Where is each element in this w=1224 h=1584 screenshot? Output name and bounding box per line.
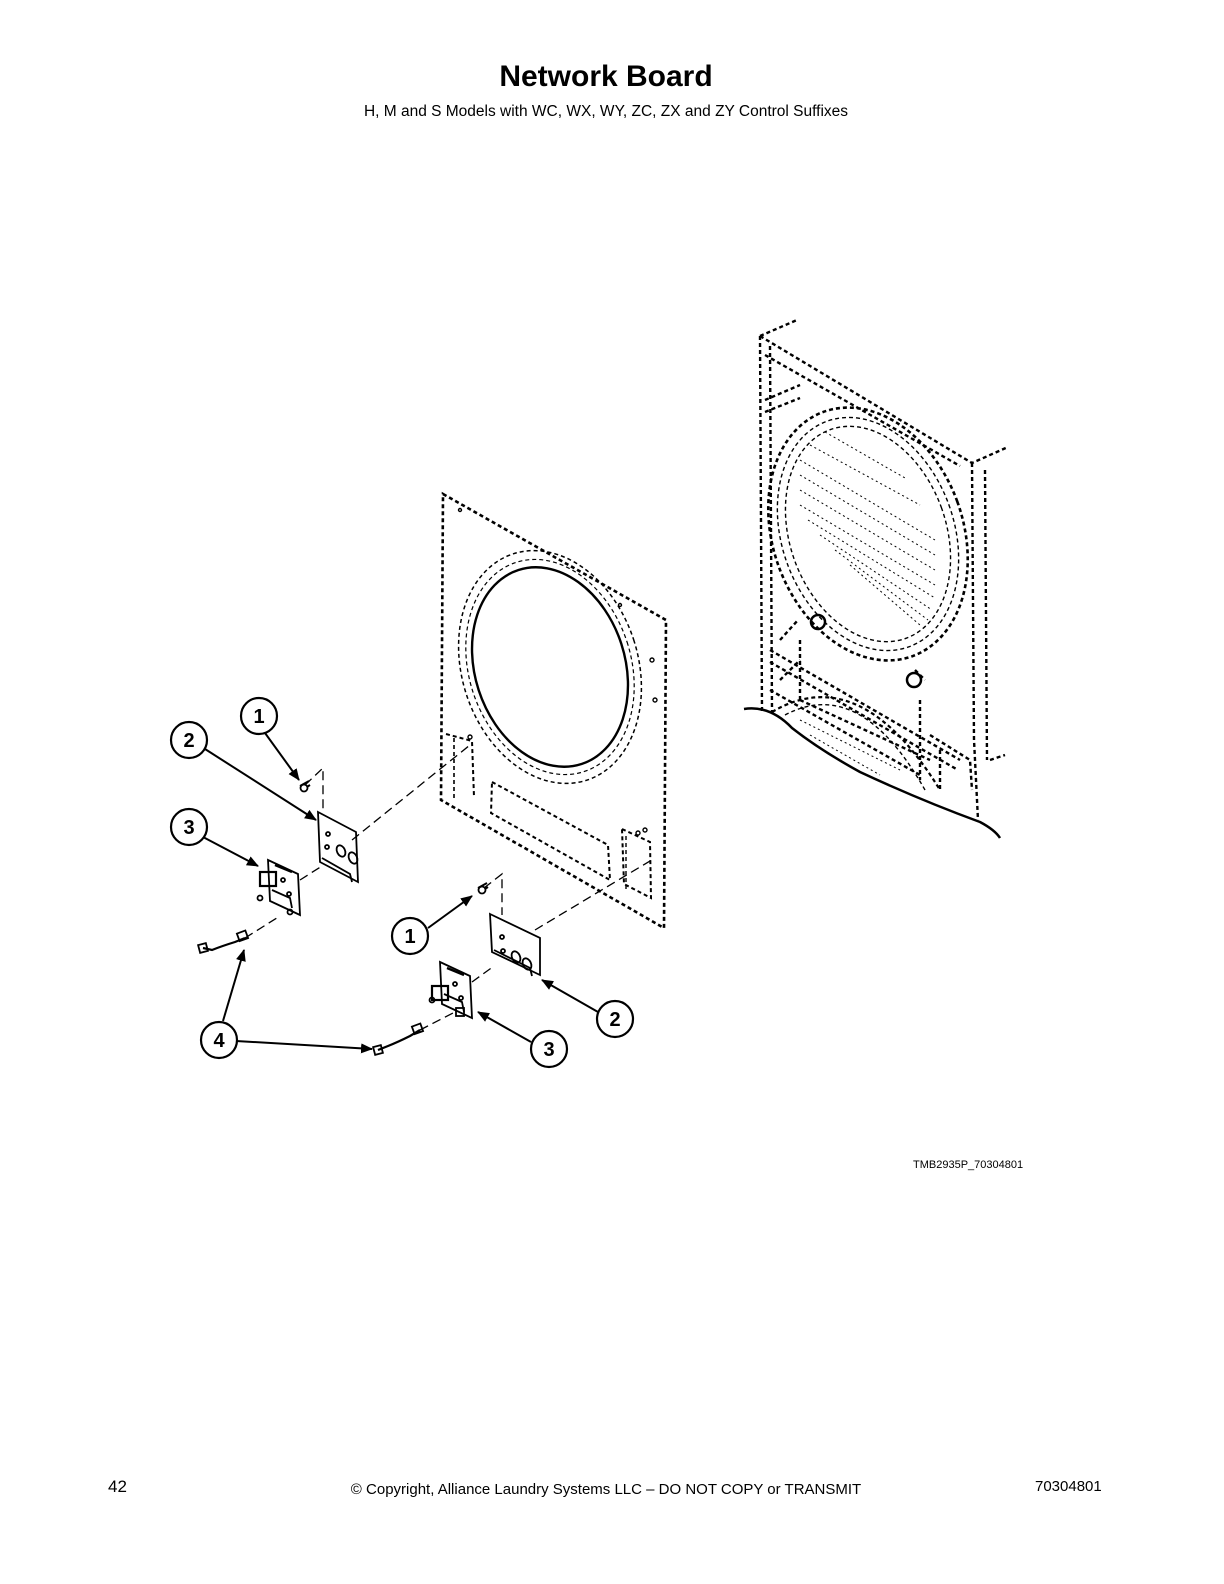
callout-2-right: 2 — [595, 999, 635, 1039]
panel-holes — [457, 507, 658, 836]
callout-arrows — [202, 732, 599, 1054]
callout-1-right: 1 — [390, 916, 430, 956]
svg-text:3: 3 — [543, 1039, 554, 1061]
assembly-paths — [244, 744, 656, 1031]
callout-3-left: 3 — [169, 807, 209, 847]
left-assembly — [196, 780, 359, 955]
drum-perforations — [799, 431, 936, 776]
page-number: 42 — [108, 1477, 127, 1496]
machine-cabinet — [758, 318, 1009, 821]
page-title: Network Board — [499, 60, 713, 93]
copyright-notice: © Copyright, Alliance Laundry Systems LL… — [350, 1481, 862, 1498]
figure-id: TMB2935P_70304801 — [913, 1159, 1024, 1171]
svg-text:4: 4 — [213, 1030, 225, 1052]
callout-2-left: 2 — [169, 720, 209, 760]
right-assembly — [371, 882, 541, 1057]
svg-text:1: 1 — [404, 926, 415, 948]
callout-1-left: 1 — [239, 696, 279, 736]
callout-3-right: 3 — [529, 1029, 569, 1069]
cabinet-solid — [743, 613, 1002, 839]
svg-text:2: 2 — [609, 1009, 620, 1031]
page-subtitle: H, M and S Models with WC, WX, WY, ZC, Z… — [363, 103, 849, 120]
svg-text:3: 3 — [183, 817, 194, 839]
svg-text:1: 1 — [253, 706, 264, 728]
front-panel — [439, 491, 668, 931]
document-number: 70304801 — [1035, 1478, 1102, 1495]
callout-4: 4 — [199, 1020, 239, 1060]
svg-text:2: 2 — [183, 730, 194, 752]
